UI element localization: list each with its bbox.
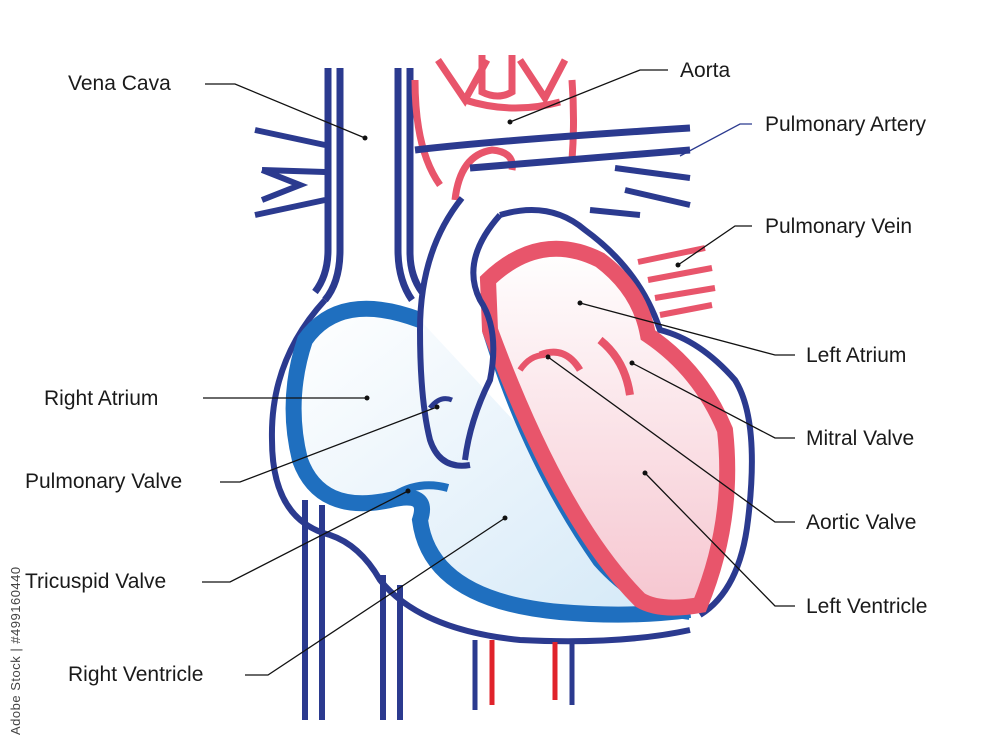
pulmonary-artery-label: Pulmonary Artery: [765, 113, 927, 136]
tricuspid-valve-label: Tricuspid Valve: [25, 570, 166, 593]
stock-id-watermark: Adobe Stock | #499160440: [8, 566, 23, 735]
right-atrium-label: Right Atrium: [44, 387, 158, 410]
label-left-ventricle: Left Ventricle: [642, 470, 927, 618]
lower-vessels: [302, 500, 575, 720]
label-aorta: Aorta: [507, 59, 731, 125]
left-heart: [479, 207, 755, 618]
pulmonary-artery: [414, 124, 691, 218]
pulmonary-vein: [637, 245, 716, 318]
label-left-atrium: Left Atrium: [577, 300, 906, 367]
pulmonary-valve-label: Pulmonary Valve: [25, 470, 182, 493]
left-atrium-label: Left Atrium: [806, 344, 906, 367]
right-ventricle-label: Right Ventricle: [68, 663, 203, 686]
label-pulmonary-valve: Pulmonary Valve: [25, 404, 440, 493]
label-mitral-valve: Mitral Valve: [629, 360, 914, 450]
aortic-valve-label: Aortic Valve: [806, 511, 917, 534]
label-right-ventricle: Right Ventricle: [68, 515, 508, 686]
label-right-atrium: Right Atrium: [44, 387, 370, 410]
label-vena-cava: Vena Cava: [68, 72, 368, 141]
left-ventricle-label: Left Ventricle: [806, 595, 927, 618]
pulmonary-vein-label: Pulmonary Vein: [765, 215, 912, 238]
vena-cava: [254, 68, 425, 303]
mitral-valve-label: Mitral Valve: [806, 427, 914, 450]
pulmonary-trunk: [416, 196, 503, 469]
aorta: [411, 55, 577, 201]
label-pulmonary-vein: Pulmonary Vein: [675, 215, 912, 268]
label-pulmonary-artery: Pulmonary Artery: [679, 113, 927, 157]
vena-cava-label: Vena Cava: [68, 72, 171, 95]
aorta-label: Aorta: [680, 59, 731, 82]
label-tricuspid-valve: Tricuspid Valve: [25, 488, 411, 593]
label-aortic-valve: Aortic Valve: [545, 354, 917, 534]
